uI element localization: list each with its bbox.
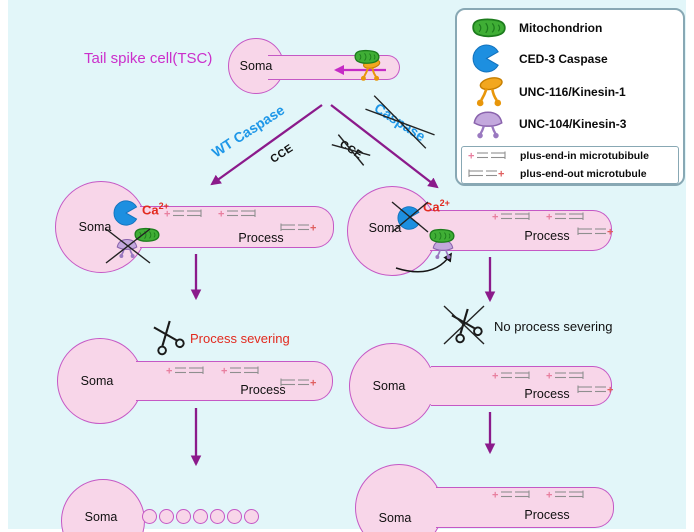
calcium-sup: 2+ (439, 198, 450, 208)
plus-end-out-microtubule-icon (468, 167, 505, 182)
process-fragment-bead (227, 509, 242, 524)
process-fragment-bead (244, 509, 259, 524)
legend-label-mitochondrion: Mitochondrion (519, 21, 603, 35)
legend-label-kinesin1: UNC-116/Kinesin-1 (519, 85, 626, 99)
mitochondrion-icon (354, 49, 380, 64)
mutant-process-label: Process (524, 229, 570, 243)
legend-microtubule-box: plus-end-in microtubibule plus-end-out m… (461, 146, 679, 184)
calcium-label: Ca2+ (142, 201, 169, 217)
legend: Mitochondrion CED-3 Caspase UNC-116/Kine… (455, 8, 685, 186)
wt-severed-junction (96, 362, 148, 400)
process-fragment-bead (210, 509, 225, 524)
scissors-cross-out (444, 306, 484, 344)
process-fragment-bead (159, 509, 174, 524)
cross-out-icon (106, 229, 150, 263)
wt-severed-process-label: Process (240, 383, 286, 397)
ced3-cross-out (392, 202, 428, 232)
cross-out-icon (392, 202, 428, 232)
process-fragment-bead (193, 509, 208, 524)
mutant-intact-process-label: Process (524, 387, 570, 401)
mitochondrion-icon (429, 228, 455, 243)
ced3-caspase-icon (472, 44, 499, 73)
figure-title: Tail spike cell(TSC) (84, 50, 213, 67)
legend-label-plus-end-in: plus-end-in microtubibule (520, 150, 649, 162)
wt-final-soma-label: Soma (84, 510, 118, 524)
tsc-soma-label: Soma (239, 59, 273, 73)
calcium-text: Ca (142, 202, 159, 218)
wt-process-label: Process (238, 231, 284, 245)
kinesin1-icon (475, 74, 505, 108)
mutant-final-process-label: Process (524, 508, 570, 522)
legend-label-plus-end-out: plus-end-out microtubule (520, 168, 647, 180)
mutant-intact-soma-label: Soma (372, 379, 406, 393)
mutant-final-junction (396, 488, 446, 527)
ced3-caspase-icon (113, 200, 138, 226)
process-fragment-bead (142, 509, 157, 524)
tsc-junction (250, 56, 288, 79)
cross-out-icon (444, 306, 484, 344)
plus-end-in-microtubule-icon (467, 149, 506, 164)
calcium-sup: 2+ (158, 201, 169, 211)
mutant-junction (388, 211, 438, 250)
legend-label-kinesin3: UNC-104/Kinesin-3 (519, 117, 627, 131)
mitochondrion-icon (472, 18, 506, 38)
kinesin3-icon (473, 111, 503, 140)
kinesin3-cross-out (106, 229, 150, 263)
legend-label-ced3: CED-3 Caspase (519, 52, 608, 66)
mutant-intact-junction (390, 367, 440, 405)
mutant-final-soma-label: Soma (378, 511, 412, 525)
wt-severed-soma-label: Soma (80, 374, 114, 388)
no-process-severing-label: No process severing (494, 319, 613, 334)
process-severing-label: Process severing (190, 331, 290, 346)
process-fragment-bead (176, 509, 191, 524)
wt-soma-label: Soma (78, 220, 112, 234)
